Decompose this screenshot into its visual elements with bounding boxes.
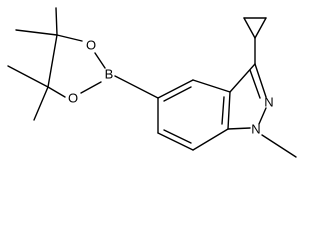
atom-label-nitrogen-n2: N <box>264 95 273 110</box>
bond-c6-c7 <box>157 132 194 151</box>
atom-label-boron: B <box>105 67 114 82</box>
bond-methyl-4 <box>33 86 49 121</box>
pinacol-boronate-group <box>7 7 159 121</box>
bond-c5-b <box>114 75 159 99</box>
bond-c3a-c7a <box>227 91 231 130</box>
bond-c3-n2-double <box>249 69 261 99</box>
bond-c3a-c4 <box>192 79 231 93</box>
bond-c4-c5 <box>157 79 194 99</box>
chemical-structure-canvas: O B O N N <box>7 7 297 158</box>
cyclopropyl-group <box>243 17 267 65</box>
bond-c3-c3a <box>229 63 256 93</box>
atom-label-nitrogen-n1: N <box>251 122 260 137</box>
bond-n1-c7a <box>227 127 251 130</box>
bond-o2-c-bottom <box>47 86 66 98</box>
bond-methyl-1 <box>55 7 58 36</box>
bond-c3-n2 <box>254 63 267 98</box>
benzene-ring <box>157 79 231 151</box>
bond-cyclopropyl-2 <box>243 17 256 39</box>
bond-c4-c5-inner <box>163 86 192 102</box>
bond-b-o2 <box>80 81 102 94</box>
pyrazole-ring <box>227 63 297 158</box>
bond-c7-c7a <box>192 128 229 151</box>
bond-o1-c-top <box>56 34 83 42</box>
bond-cyclopropyl-3 <box>254 17 267 39</box>
atom-label-oxygen-top: O <box>86 38 96 53</box>
bond-methyl-3 <box>7 65 49 88</box>
bond-c-top-c-bottom <box>47 34 58 88</box>
bond-n1-methyl <box>261 134 297 158</box>
atom-labels: O B O N N <box>68 38 274 137</box>
molecule-drawing: O B O N N <box>7 7 297 158</box>
bond-c3a-c7a-inner <box>221 96 225 125</box>
bond-n2-n1 <box>258 107 267 125</box>
bond-c6-c7-inner <box>163 129 192 144</box>
atom-label-oxygen-bottom: O <box>68 91 78 106</box>
bond-methyl-2 <box>15 29 58 36</box>
bond-b-o1 <box>94 52 106 69</box>
